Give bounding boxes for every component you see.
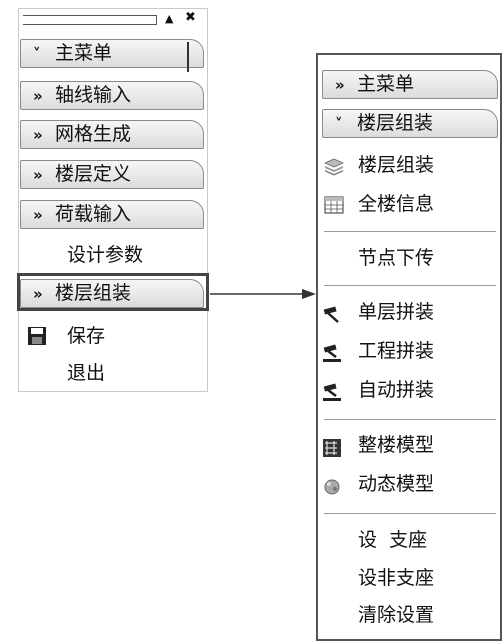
submenu-item-set-non-support[interactable]: 设非支座: [358, 567, 435, 589]
chevron-right-icon: »: [33, 285, 43, 303]
layers-icon: [324, 158, 344, 176]
selection-highlight: [17, 273, 209, 311]
menu-header-axis-input[interactable]: » 轴线输入: [20, 81, 204, 110]
submenu-item-auto-assembly[interactable]: 自动拼装: [358, 379, 435, 401]
hammer-icon: [323, 383, 341, 401]
menu-header-label: 主菜单: [55, 42, 113, 64]
table-icon: [324, 196, 344, 214]
menu-header-label: 楼层定义: [55, 163, 132, 185]
separator: [324, 231, 496, 232]
close-icon[interactable]: ✖: [185, 10, 196, 25]
menu-header-label: 网格生成: [55, 123, 132, 145]
submenu-item-project-assembly[interactable]: 工程拼装: [358, 340, 435, 362]
submenu-item-set-support[interactable]: 设 支座: [358, 529, 428, 551]
submenu-item-building-info[interactable]: 全楼信息: [358, 193, 435, 215]
menu-item-exit[interactable]: 退出: [67, 362, 106, 384]
submenu-item-single-assembly[interactable]: 单层拼装: [358, 301, 435, 323]
menu-header-grid-gen[interactable]: » 网格生成: [20, 120, 204, 149]
menu-header-floor-assembly[interactable]: ˅ 楼层组装: [322, 109, 498, 138]
chevron-down-icon: ˅: [335, 115, 343, 133]
menu-header-label: 楼层组装: [357, 112, 434, 134]
menu-header-floor-def[interactable]: » 楼层定义: [20, 160, 204, 189]
chevron-right-icon: »: [33, 206, 43, 224]
menu-header-label: 轴线输入: [55, 84, 132, 106]
dynamic-model-icon: [324, 479, 340, 495]
menu-header-main[interactable]: ˅ 主菜单: [20, 39, 204, 68]
submenu-item-dynamic-model[interactable]: 动态模型: [358, 473, 435, 495]
left-menu-panel: ▲ ✖ ˅ 主菜单 » 轴线输入 » 网格生成 » 楼层定义 » 荷载输入 设计参数 » 楼…: [17, 8, 209, 392]
chevron-down-icon: ˅: [33, 45, 41, 63]
submenu-item-node-transfer[interactable]: 节点下传: [358, 247, 435, 269]
chevron-right-icon: »: [33, 87, 43, 105]
chevron-right-icon: »: [33, 126, 43, 144]
submenu-item-floor-assembly[interactable]: 楼层组装: [358, 154, 435, 176]
chevron-right-icon: »: [335, 76, 345, 94]
menu-header-main[interactable]: » 主菜单: [322, 70, 498, 99]
menu-item-save[interactable]: 保存: [67, 325, 106, 347]
menu-header-label: 主菜单: [357, 73, 415, 95]
building-model-icon: [323, 439, 341, 457]
panel-titlebar[interactable]: ▲ ✖: [19, 9, 207, 31]
separator: [324, 285, 496, 286]
hammer-icon: [323, 344, 341, 362]
menu-header-load-input[interactable]: » 荷载输入: [20, 200, 204, 229]
separator: [324, 513, 496, 514]
separator: [324, 419, 496, 420]
submenu-item-clear-settings[interactable]: 清除设置: [358, 604, 435, 626]
submenu-item-whole-model[interactable]: 整楼模型: [358, 434, 435, 456]
right-submenu-panel: » 主菜单 ˅ 楼层组装 楼层组装 全楼信息 节点下传 单层拼装 工程拼装 自动拼装: [316, 53, 502, 641]
chevron-right-icon: »: [33, 166, 43, 184]
menu-header-label: 楼层组装: [55, 282, 132, 304]
collapse-arrow-icon[interactable]: ▲: [165, 12, 174, 25]
drag-grip-icon[interactable]: [23, 15, 157, 25]
menu-header-floor-assembly[interactable]: » 楼层组装: [20, 279, 204, 308]
menu-item-design-params[interactable]: 设计参数: [67, 244, 144, 266]
hammer-icon: [323, 306, 339, 323]
menu-header-label: 荷载输入: [55, 203, 132, 225]
floppy-disk-icon: [28, 327, 46, 345]
text-cursor: [187, 42, 189, 72]
